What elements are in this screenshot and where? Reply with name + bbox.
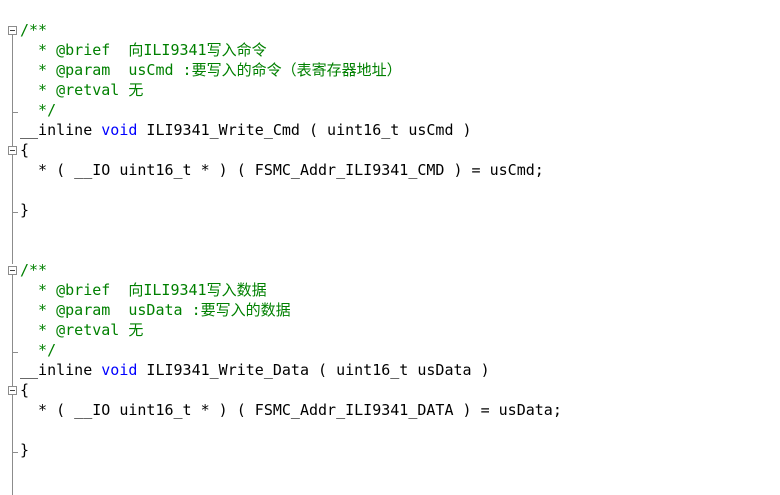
fold-guide-line bbox=[12, 452, 13, 495]
comment-token: * @param usData :要写入的数据 bbox=[20, 301, 291, 319]
code-line[interactable]: { bbox=[20, 380, 29, 400]
code-line[interactable]: __inline void ILI9341_Write_Cmd ( uint16… bbox=[20, 120, 472, 140]
keyword-token: void bbox=[101, 361, 138, 379]
code-token: ILI9341_Write_Cmd ( uint16_t usCmd ) bbox=[137, 121, 472, 139]
code-line[interactable]: */ bbox=[20, 100, 56, 120]
comment-token: /** bbox=[20, 261, 48, 279]
fold-guide-line bbox=[12, 275, 13, 352]
fold-guide-line bbox=[12, 35, 13, 112]
fold-end-marker bbox=[12, 112, 18, 113]
code-token: * ( __IO uint16_t * ) ( FSMC_Addr_ILI934… bbox=[20, 161, 544, 179]
fold-guide-line bbox=[12, 112, 13, 158]
code-line[interactable]: * @brief 向ILI9341写入数据 bbox=[20, 280, 267, 300]
code-token: * ( __IO uint16_t * ) ( FSMC_Addr_ILI934… bbox=[20, 401, 562, 419]
code-token: } bbox=[20, 201, 30, 219]
fold-collapse-icon[interactable] bbox=[8, 266, 17, 275]
comment-token: * @brief 向ILI9341写入命令 bbox=[20, 41, 267, 59]
code-line[interactable]: * @brief 向ILI9341写入命令 bbox=[20, 40, 267, 60]
fold-collapse-icon[interactable] bbox=[8, 146, 17, 155]
code-token: } bbox=[20, 441, 30, 459]
fold-collapse-icon[interactable] bbox=[8, 26, 17, 35]
code-line[interactable]: * ( __IO uint16_t * ) ( FSMC_Addr_ILI934… bbox=[20, 400, 562, 420]
code-token: { bbox=[20, 381, 30, 399]
code-line[interactable]: * @retval 无 bbox=[20, 80, 143, 100]
fold-end-marker bbox=[12, 212, 18, 213]
code-token: __inline bbox=[20, 121, 102, 139]
comment-token: /** bbox=[20, 21, 48, 39]
fold-guide-line bbox=[12, 155, 13, 212]
code-line[interactable]: } bbox=[20, 440, 29, 460]
code-line[interactable]: /** bbox=[20, 260, 47, 280]
fold-guide-line bbox=[12, 352, 13, 398]
code-line[interactable]: __inline void ILI9341_Write_Data ( uint1… bbox=[20, 360, 490, 380]
comment-token: */ bbox=[20, 101, 57, 119]
fold-guide-line bbox=[12, 395, 13, 452]
fold-guide-line bbox=[12, 212, 13, 264]
keyword-token: void bbox=[101, 121, 138, 139]
comment-token: * @brief 向ILI9341写入数据 bbox=[20, 281, 267, 299]
comment-token: * @retval 无 bbox=[20, 321, 144, 339]
fold-end-marker bbox=[12, 452, 18, 453]
code-line[interactable]: */ bbox=[20, 340, 56, 360]
code-line[interactable]: * ( __IO uint16_t * ) ( FSMC_Addr_ILI934… bbox=[20, 160, 544, 180]
fold-collapse-icon[interactable] bbox=[8, 386, 17, 395]
fold-gutter bbox=[0, 0, 20, 495]
code-line[interactable]: * @param usCmd :要写入的命令（表寄存器地址） bbox=[20, 60, 402, 80]
code-line[interactable]: /** bbox=[20, 20, 47, 40]
code-line[interactable]: * @param usData :要写入的数据 bbox=[20, 300, 291, 320]
code-token: { bbox=[20, 141, 30, 159]
code-line[interactable]: * @retval 无 bbox=[20, 320, 143, 340]
comment-token: * @retval 无 bbox=[20, 81, 144, 99]
comment-token: */ bbox=[20, 341, 57, 359]
code-line[interactable]: } bbox=[20, 200, 29, 220]
code-line[interactable]: { bbox=[20, 140, 29, 160]
fold-end-marker bbox=[12, 352, 18, 353]
comment-token: * @param usCmd :要写入的命令（表寄存器地址） bbox=[20, 61, 402, 79]
code-token: __inline bbox=[20, 361, 102, 379]
code-token: ILI9341_Write_Data ( uint16_t usData ) bbox=[137, 361, 490, 379]
